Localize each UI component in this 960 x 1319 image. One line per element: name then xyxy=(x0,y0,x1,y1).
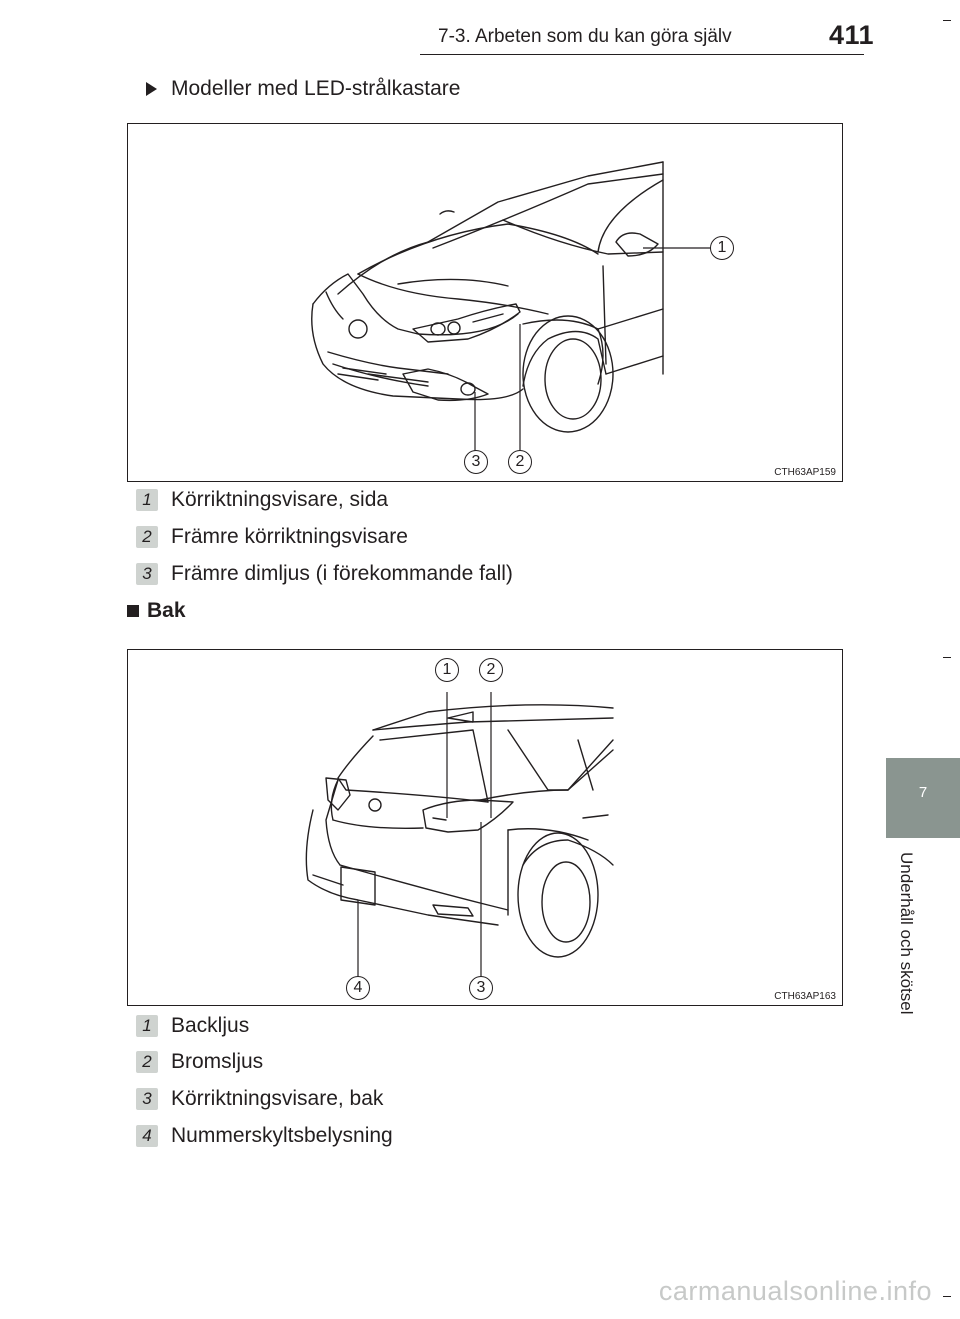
legend-item: 4 Nummerskyltsbelysning xyxy=(136,1123,393,1149)
front-lights-figure: 1 2 3 CTH63AP159 xyxy=(127,123,843,482)
legend-item: 3 Främre dimljus (i förekommande fall) xyxy=(136,561,513,587)
crop-mark xyxy=(943,1296,951,1297)
legend-number: 2 xyxy=(136,526,158,548)
chapter-tab-label: Underhåll och skötsel xyxy=(897,852,916,1015)
legend-text: Främre körriktningsvisare xyxy=(171,525,408,548)
figure-code: CTH63AP163 xyxy=(774,991,836,1002)
callout-3: 3 xyxy=(464,450,488,474)
legend-item: 1 Backljus xyxy=(136,1013,249,1039)
callout-2: 2 xyxy=(479,658,503,682)
rear-car-illustration xyxy=(305,692,614,977)
rear-lights-figure: 1 2 3 4 CTH63AP163 xyxy=(127,649,843,1006)
crop-mark xyxy=(943,657,951,658)
callout-3: 3 xyxy=(469,976,493,1000)
figure-code: CTH63AP159 xyxy=(774,467,836,478)
legend-item: 3 Körriktningsvisare, bak xyxy=(136,1086,383,1112)
callout-4: 4 xyxy=(346,976,370,1000)
callout-1: 1 xyxy=(435,658,459,682)
legend-number: 3 xyxy=(136,1088,158,1110)
legend-item: 2 Bromsljus xyxy=(136,1049,263,1075)
legend-text: Backljus xyxy=(171,1014,250,1037)
section-heading: Bak xyxy=(127,599,186,623)
legend-number: 1 xyxy=(136,1015,158,1037)
front-car-illustration xyxy=(311,161,711,451)
section-title: Bak xyxy=(147,599,186,622)
legend-item: 2 Främre körriktningsvisare xyxy=(136,524,408,550)
square-bullet-icon xyxy=(127,605,139,617)
subsection-heading: Modeller med LED-strålkastare xyxy=(146,77,460,101)
callout-1: 1 xyxy=(710,236,734,260)
callout-2: 2 xyxy=(508,450,532,474)
legend-item: 1 Körriktningsvisare, sida xyxy=(136,487,388,513)
watermark: carmanualsonline.info xyxy=(658,1276,932,1306)
legend-text: Främre dimljus (i förekommande fall) xyxy=(171,562,513,585)
legend-number: 2 xyxy=(136,1051,158,1073)
legend-number: 3 xyxy=(136,563,158,585)
header-chapter-title: 7-3. Arbeten som du kan göra själv xyxy=(438,26,732,47)
legend-number: 1 xyxy=(136,489,158,511)
legend-text: Körriktningsvisare, bak xyxy=(171,1087,384,1110)
legend-text: Körriktningsvisare, sida xyxy=(171,488,389,511)
chapter-tab-number: 7 xyxy=(918,784,928,801)
header-rule xyxy=(420,54,864,55)
legend-text: Bromsljus xyxy=(171,1050,264,1073)
legend-text: Nummerskyltsbelysning xyxy=(171,1124,393,1147)
crop-mark xyxy=(943,20,951,21)
triangle-bullet-icon xyxy=(146,82,157,96)
chapter-tab: 7 xyxy=(886,758,960,838)
legend-number: 4 xyxy=(136,1125,158,1147)
page-number: 411 xyxy=(829,20,875,50)
subsection-title: Modeller med LED-strålkastare xyxy=(171,77,461,100)
